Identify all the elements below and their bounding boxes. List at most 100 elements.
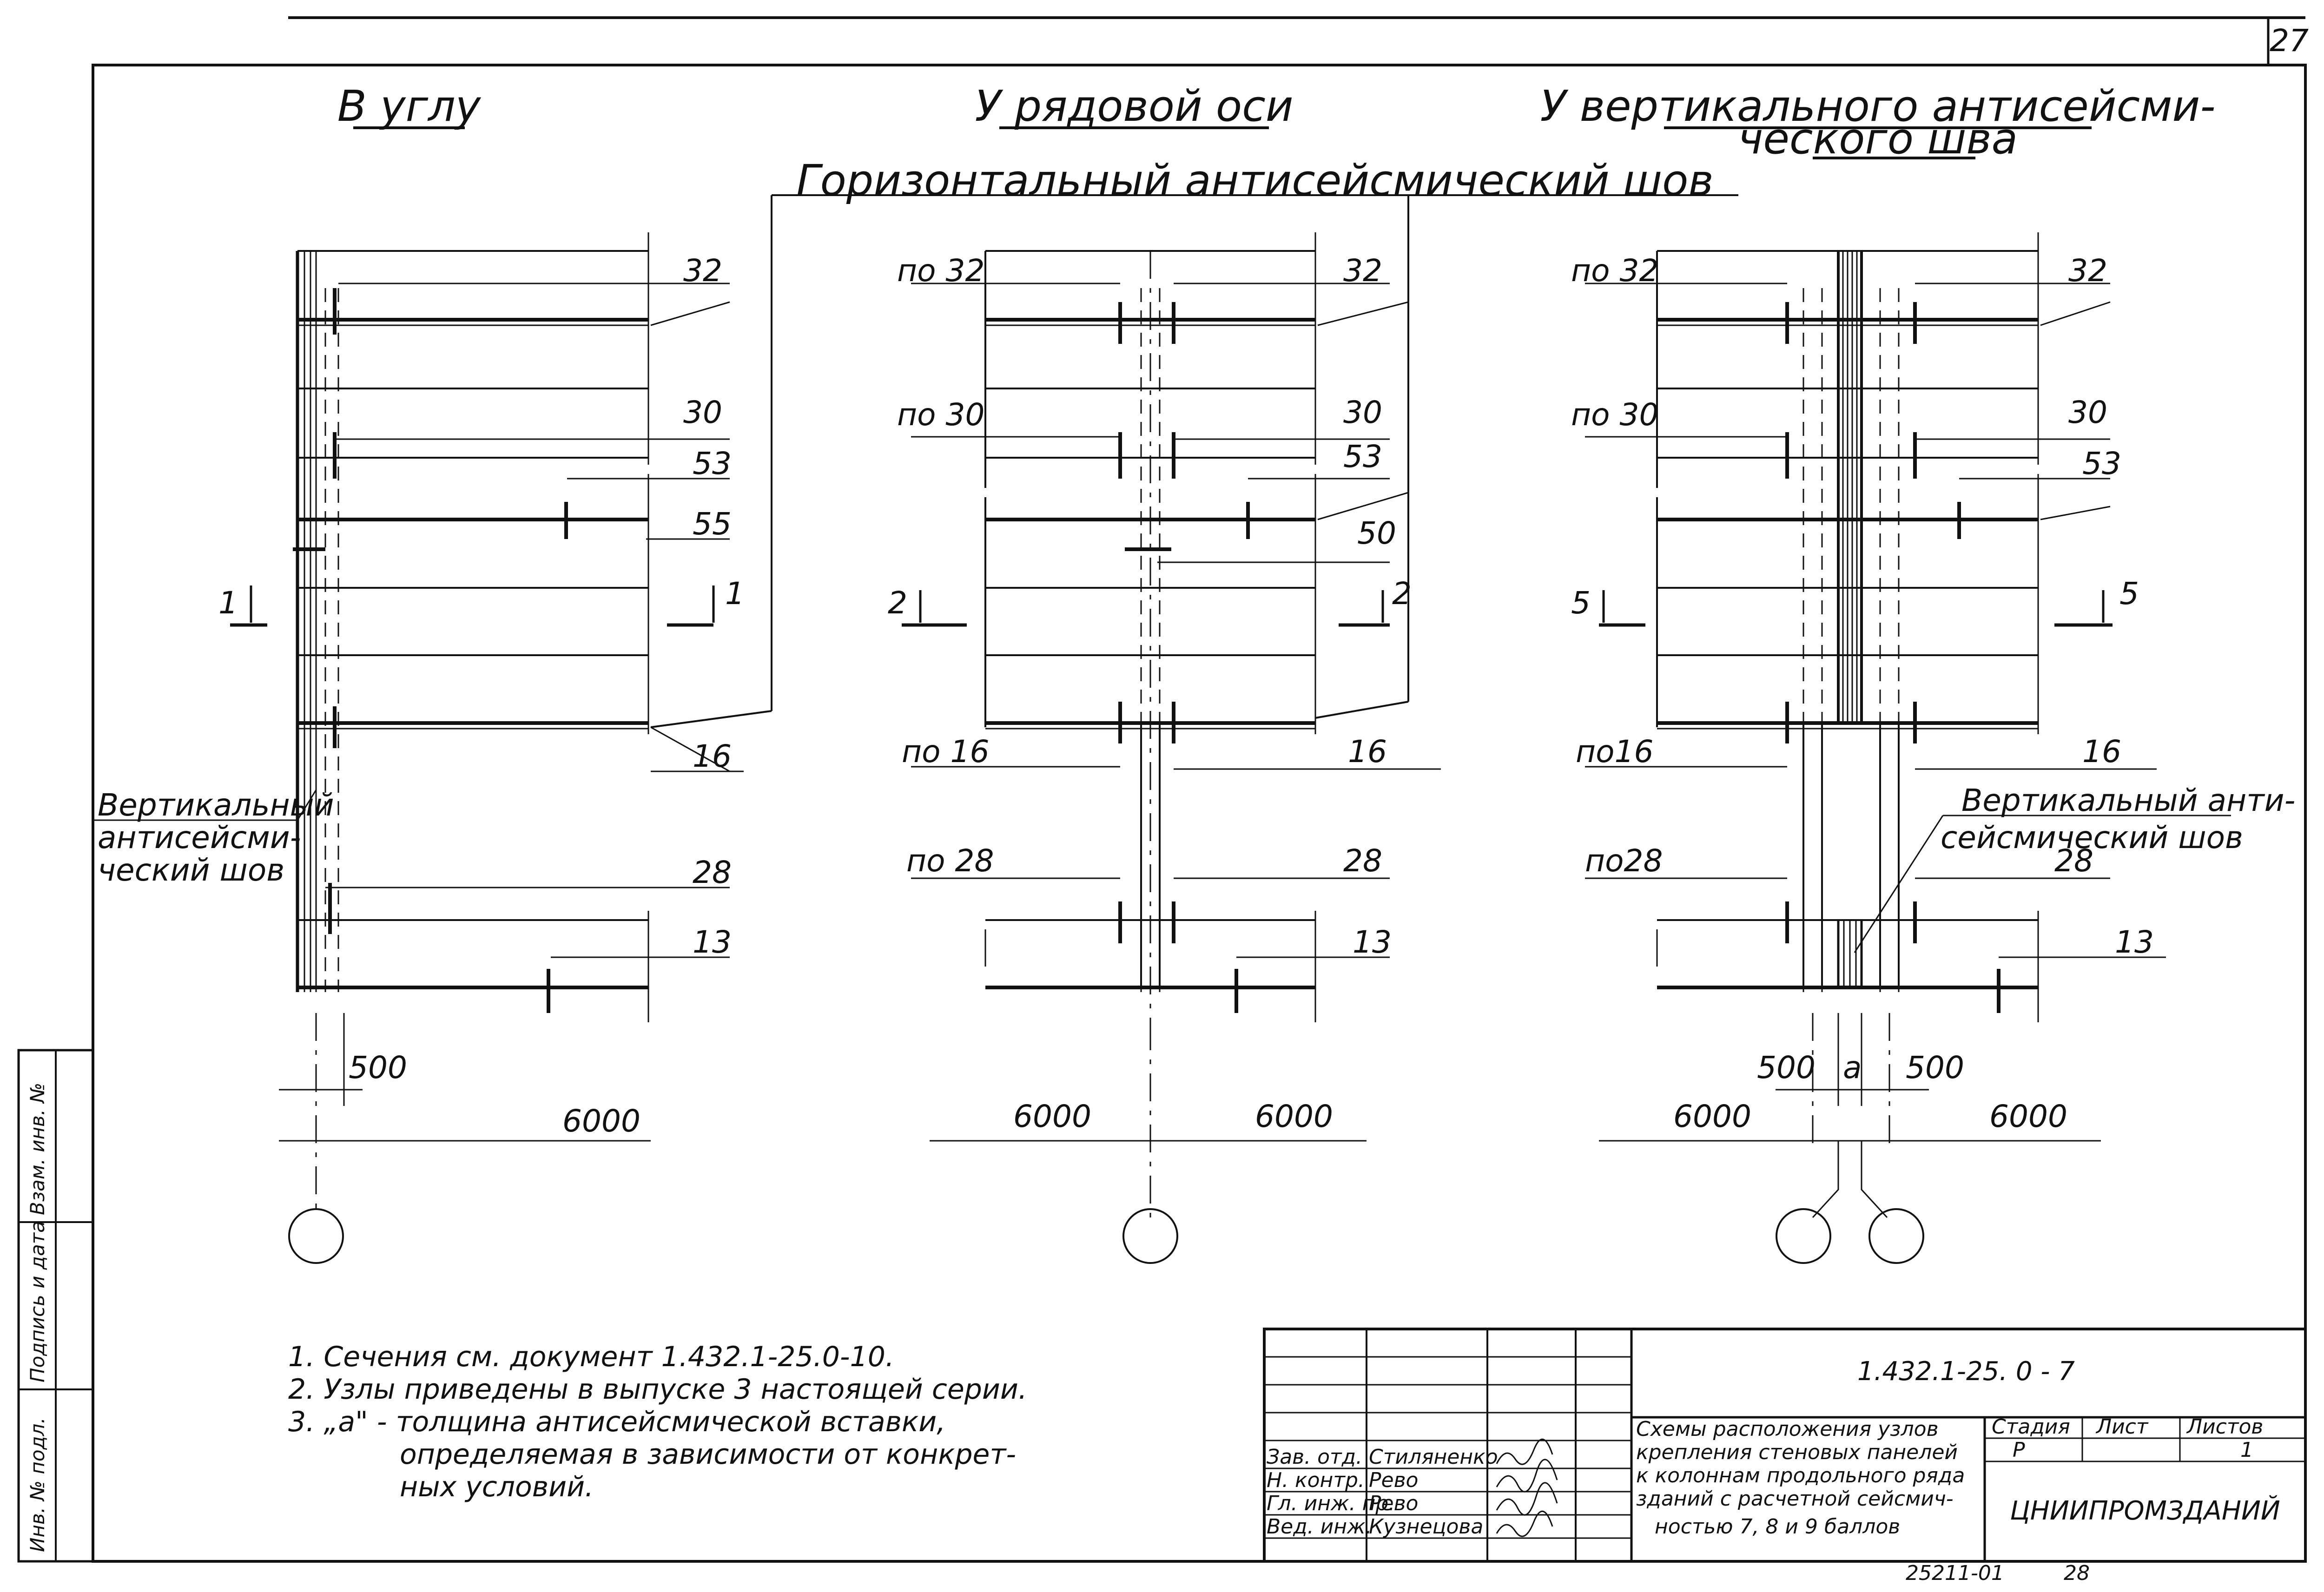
node-label: 28 — [1343, 843, 1382, 879]
heading-vertical-joint-1: У вертикального антисейсми- — [1540, 81, 2215, 131]
node-label: по 30 — [1571, 397, 1659, 433]
node-label: 53 — [2082, 446, 2121, 481]
title-line: Схемы расположения узлов — [1636, 1417, 1939, 1441]
vertical-joint-label: сейсмический шов — [1941, 820, 2243, 855]
section-mark: 1 — [218, 585, 238, 621]
sheets-header: Листов — [2186, 1415, 2263, 1439]
organization: ЦНИИПРОМЗДАНИЙ — [2010, 1496, 2280, 1526]
node-label: 13 — [1353, 924, 1392, 960]
note-3-end: ных условий. — [400, 1471, 594, 1503]
diagram-row-axis — [902, 232, 1441, 1264]
section-mark: 5 — [1571, 585, 1591, 621]
stage-header: Стадия — [1992, 1415, 2070, 1439]
archive-sheet: 28 — [2064, 1561, 2090, 1585]
node-label: по 30 — [897, 397, 985, 433]
node-label: по 32 — [1571, 253, 1659, 289]
node-label: 13 — [693, 924, 732, 960]
section-mark: 2 — [888, 585, 907, 621]
node-label: по 32 — [897, 253, 985, 289]
node-label: по16 — [1576, 734, 1654, 770]
title-line: крепления стеновых панелей — [1636, 1441, 1958, 1464]
person-name: Рево — [1369, 1492, 1418, 1515]
diagram-vertical-joint — [1585, 232, 2231, 1264]
stage-value: Р — [2013, 1438, 2025, 1462]
heading-row-axis: У рядовой оси — [975, 81, 1293, 131]
heading-corner: В углу — [337, 81, 482, 131]
node-label: 30 — [683, 395, 722, 430]
node-label: по 16 — [902, 734, 990, 770]
dimension: 500 — [1906, 1050, 1964, 1085]
title-block-text: 1.432.1-25. 0 - 7 Схемы расположения узл… — [1267, 1356, 2280, 1539]
diagram-vertical-joint-labels: по 32 по 30 по16 по28 32 30 53 16 28 13 … — [1571, 253, 2295, 1134]
person-name: Рево — [1369, 1468, 1418, 1492]
title-line: зданий с расчетной сейсмич- — [1636, 1487, 1954, 1511]
diagram-corner-labels: 32 30 53 55 16 28 13 1 1 500 6000 Вертик… — [98, 253, 745, 1139]
dimension: 6000 — [1013, 1099, 1091, 1134]
node-label: 53 — [693, 446, 732, 481]
dimension: 6000 — [562, 1103, 640, 1139]
title-line: к колоннам продольного ряда — [1636, 1464, 1965, 1487]
dimension: 6000 — [1989, 1099, 2067, 1134]
stamp-signature-date: Подпись и дата — [26, 1221, 49, 1382]
diagram-corner — [93, 232, 744, 1264]
node-label: 16 — [1348, 734, 1387, 770]
dimension: 500 — [349, 1050, 407, 1085]
node-label: 28 — [2054, 843, 2093, 879]
sheets-total: 1 — [2240, 1438, 2253, 1462]
node-label: 32 — [2068, 253, 2107, 289]
title-block — [1263, 1328, 2307, 1563]
node-label: по 28 — [906, 843, 994, 879]
person-name: Кузнецова — [1369, 1515, 1483, 1539]
dimension: 6000 — [1673, 1099, 1751, 1134]
node-label: 16 — [2082, 734, 2121, 770]
note-3-cont: определяемая в зависимости от конкрет- — [400, 1438, 1016, 1471]
vertical-joint-label: Вертикальный анти- — [1961, 783, 2295, 818]
note-3: 3. „а" - толщина антисейсмической вставк… — [288, 1406, 945, 1438]
dimension: 500 — [1757, 1050, 1816, 1085]
title-line: ностью 7, 8 и 9 баллов — [1655, 1515, 1900, 1539]
headings: В углу У рядовой оси У вертикального ант… — [337, 81, 2216, 205]
section-mark: 2 — [1392, 576, 1412, 612]
node-label: 32 — [683, 253, 722, 289]
page-number: 27 — [2270, 23, 2309, 59]
section-mark: 5 — [2119, 576, 2139, 612]
note-1: 1. Сечения см. документ 1.432.1-25.0-10. — [288, 1341, 894, 1373]
node-label: 28 — [693, 855, 732, 890]
sheet-header: Лист — [2095, 1415, 2149, 1439]
node-label: 32 — [1343, 253, 1382, 289]
node-label: 30 — [1343, 395, 1382, 430]
signatures — [1496, 1439, 1558, 1537]
doc-code: 1.432.1-25. 0 - 7 — [1857, 1356, 2075, 1387]
person-name: Стиляненко — [1369, 1445, 1498, 1469]
node-label: 13 — [2115, 924, 2154, 960]
role: Н. контр. — [1267, 1468, 1365, 1492]
stamp-replace-inv: Взам. инв. № — [26, 1083, 49, 1215]
archive-number: 25211-01 — [1906, 1561, 2004, 1585]
node-label: 30 — [2068, 395, 2107, 430]
bottom-numbers: 25211-01 28 — [1906, 1561, 2090, 1585]
heading-vertical-joint-2: ческого шва — [1738, 114, 2018, 164]
notes: 1. Сечения см. документ 1.432.1-25.0-10.… — [288, 1341, 1027, 1503]
node-label: 55 — [693, 506, 732, 542]
vertical-joint-label: антисейсми- — [98, 820, 301, 855]
node-label: 50 — [1357, 515, 1396, 551]
role: Гл. инж. пр. — [1267, 1492, 1395, 1515]
stamp-inv-orig: Инв. № подл. — [26, 1417, 49, 1552]
vertical-joint-label: Вертикальный — [98, 787, 334, 823]
dimension: а — [1843, 1050, 1862, 1085]
diagram-row-axis-labels: по 32 по 30 по 16 по 28 32 30 53 50 16 2… — [888, 253, 1412, 1134]
section-mark: 1 — [725, 576, 745, 612]
horizontal-joint-leader — [650, 194, 1738, 728]
role: Вед. инж. — [1267, 1515, 1372, 1539]
note-2: 2. Узлы приведены в выпуске 3 настоящей … — [288, 1373, 1027, 1406]
node-label: 53 — [1343, 439, 1382, 474]
horizontal-joint-label: Горизонтальный антисейсмический шов — [796, 156, 1713, 205]
node-label: по28 — [1585, 843, 1663, 879]
sheet-frame — [17, 16, 2307, 1563]
node-label: 16 — [693, 738, 732, 774]
vertical-joint-label: ческий шов — [98, 852, 284, 888]
side-stamp: Инв. № подл. Подпись и дата Взам. инв. № — [26, 1083, 49, 1552]
role: Зав. отд. — [1267, 1445, 1362, 1469]
dimension: 6000 — [1255, 1099, 1333, 1134]
